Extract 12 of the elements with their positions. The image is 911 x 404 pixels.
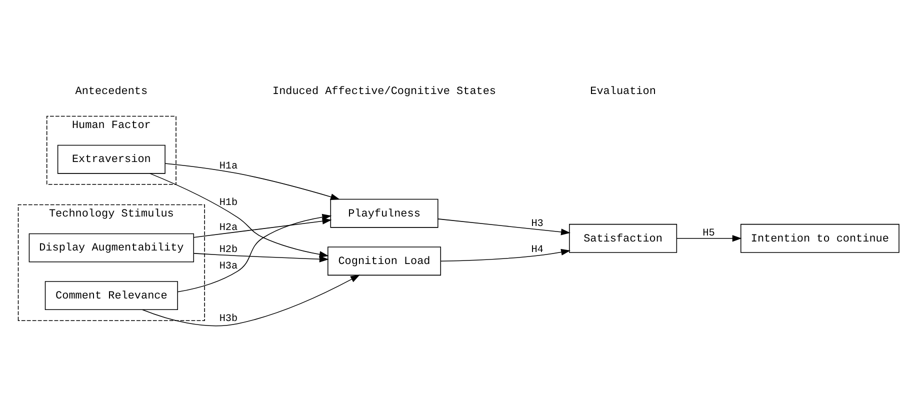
- edge-label: H2a: [219, 223, 238, 234]
- edge-label: H2b: [219, 245, 238, 256]
- label: Evaluation: [590, 86, 656, 98]
- edge-label: H3a: [219, 261, 238, 272]
- label: Induced Affective/Cognitive States: [272, 86, 496, 98]
- edge-label: H1a: [219, 161, 238, 172]
- edge-label: H4: [531, 245, 544, 256]
- edge-label: H1b: [219, 198, 238, 210]
- edge-label: H5: [702, 228, 715, 240]
- edge-label: H3b: [219, 314, 238, 325]
- label: Antecedents: [75, 86, 148, 98]
- edge-label: H3: [531, 219, 544, 230]
